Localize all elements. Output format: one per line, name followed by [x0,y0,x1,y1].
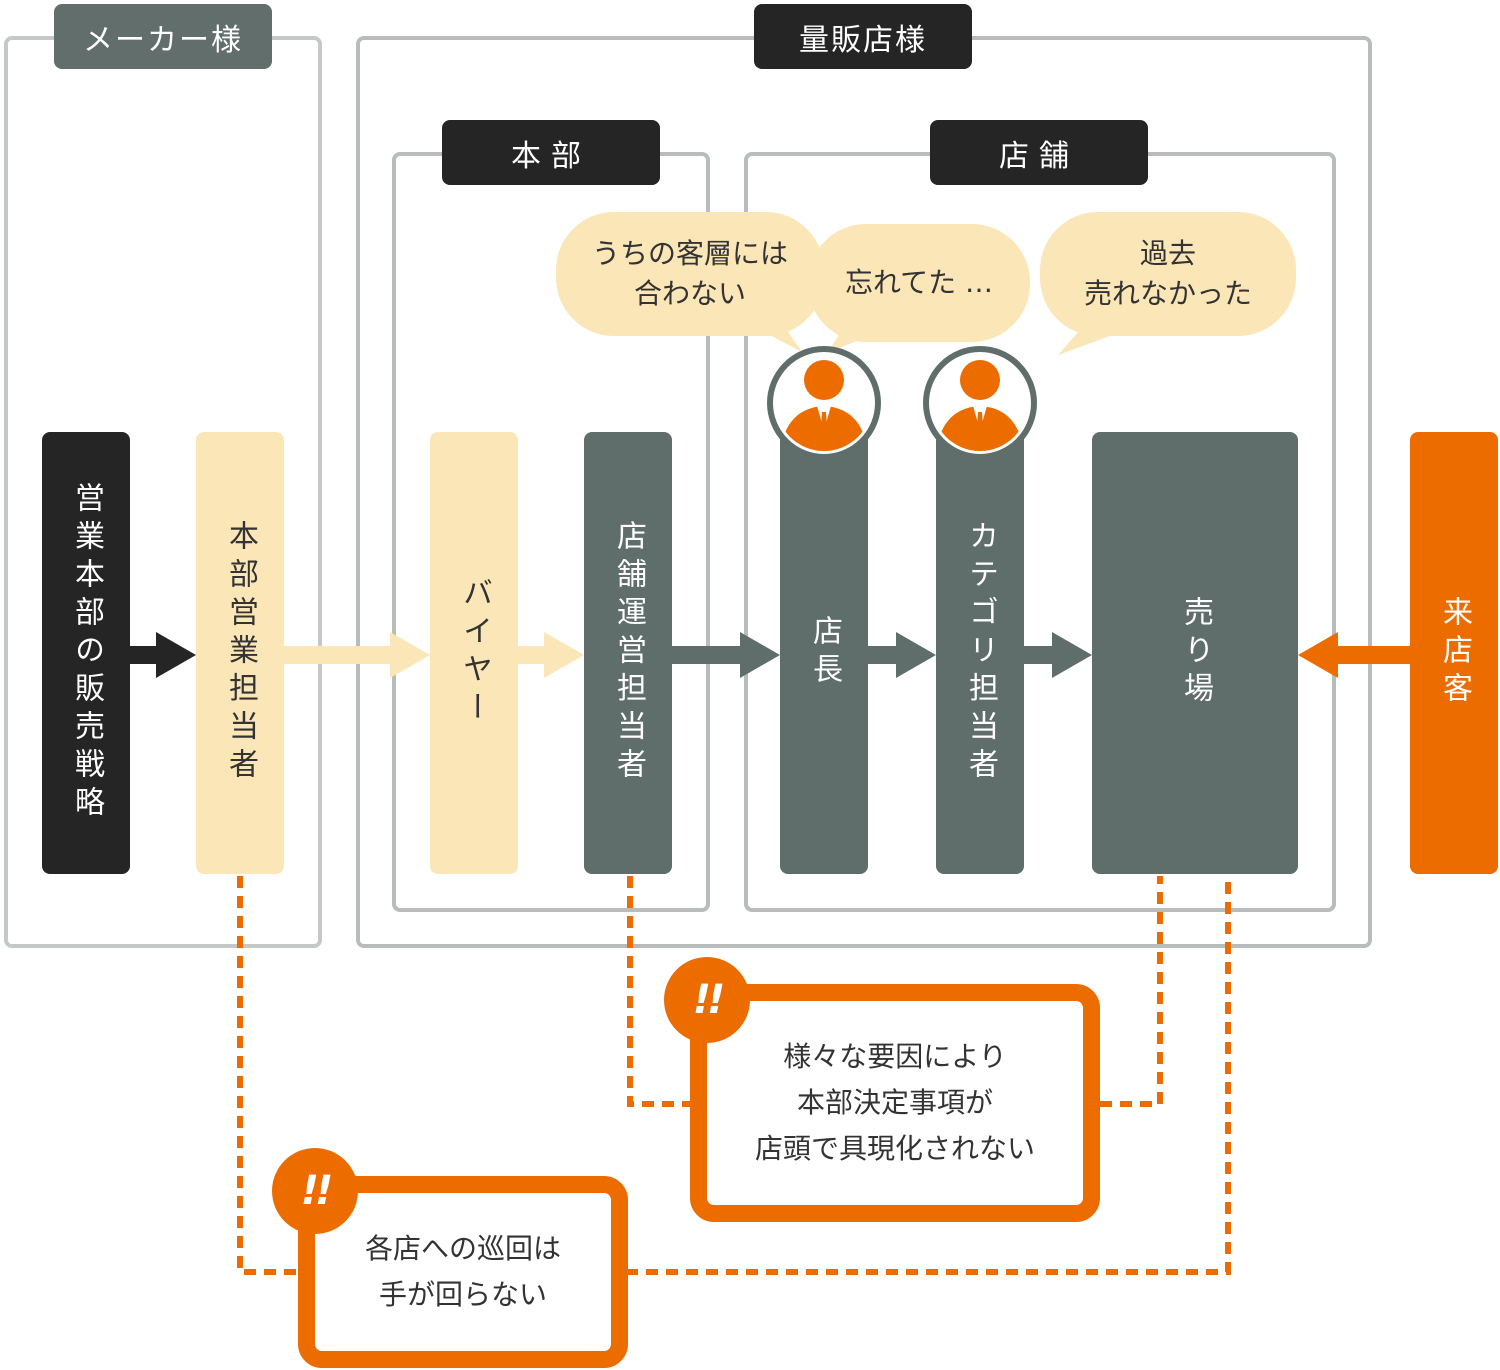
column-label: 店長 [807,615,842,691]
column-label: 来店客 [1437,596,1472,710]
arrow-right-icon [672,632,780,678]
alert-text-line: 各店への巡回は [364,1232,561,1265]
bubble-text-line: うちの客層には [591,237,788,270]
person-icon [923,346,1037,460]
alert-text-line: 様々な要因により [783,1040,1007,1073]
arrow-right-icon [1024,632,1092,678]
column-label: バイヤー [457,577,492,729]
sales-floor-column: 売り場 [1092,432,1298,874]
sales-strategy-column: 営業本部の販売戦略 [42,432,130,874]
bubble-tail [828,330,870,352]
store-group-label: 店舗 [930,120,1148,185]
alert-exclamation-icon: !! [272,1148,358,1234]
retailer-group-label: 量販店様 [754,4,972,69]
dashed-connector [627,876,690,1107]
arrow-left-icon [1298,632,1410,678]
arrow-right-icon [284,632,430,678]
speech-bubble-customer-base: うちの客層には 合わない [556,212,824,336]
arrow-right-icon [518,632,584,678]
column-label: 売り場 [1178,596,1213,710]
bubble-text-line: 忘れてた … [844,266,994,299]
speech-bubble-forgot: 忘れてた … [808,224,1030,342]
column-label: 営業本部の販売戦略 [69,482,104,824]
bubble-text-line: 過去 [1139,237,1196,270]
customer-column: 来店客 [1410,432,1498,874]
dashed-connector [237,876,300,1275]
alert-exclamation-icon: !! [664,957,750,1043]
sales-rep-column: 本部営業担当者 [196,432,284,874]
alert-text-line: 本部決定事項が [796,1086,993,1119]
store-manager-column: 店長 [780,432,868,874]
category-rep-column: カテゴリ担当者 [936,432,1024,874]
column-label: 店舗運営担当者 [611,520,646,786]
alert-text-line: 店頭で具現化されない [754,1132,1035,1165]
store-ops-column: 店舗運営担当者 [584,432,672,874]
arrow-right-icon [868,632,936,678]
arrow-right-icon [130,632,196,678]
speech-bubble-not-sold: 過去 売れなかった [1040,212,1296,336]
maker-group-label: メーカー様 [54,4,272,69]
column-label: 本部営業担当者 [223,520,258,786]
bubble-text-line: 合わない [633,277,746,310]
alert-box-no-store-visits: 各店への巡回は 手が回らない [298,1176,628,1368]
bubble-tail [760,320,802,352]
dashed-connector [1100,876,1163,1107]
hq-group-label: 本部 [442,120,660,185]
column-label: カテゴリ担当者 [963,520,998,786]
alert-box-not-implemented: 様々な要因により 本部決定事項が 店頭で具現化されない [690,984,1100,1222]
alert-text-line: 手が回らない [378,1278,547,1311]
person-icon [767,346,881,460]
bubble-tail [1058,330,1110,355]
buyer-column: バイヤー [430,432,518,874]
bubble-text-line: 売れなかった [1083,277,1252,310]
dashed-connector [626,876,1231,1275]
